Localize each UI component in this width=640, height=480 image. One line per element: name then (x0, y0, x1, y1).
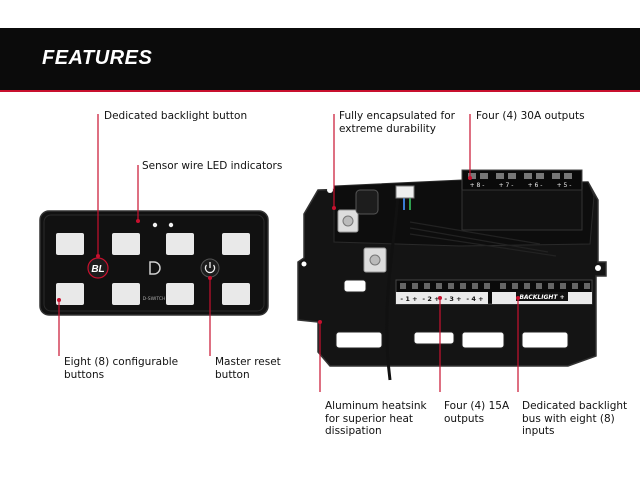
output-30a-label-3: + 6 - (528, 182, 543, 189)
callout-configurable-buttons-line2: buttons (64, 368, 105, 381)
power-module: + 8 - + 7 - + 6 - + 5 - - 1 + - 2 + - 3 … (297, 169, 607, 381)
callout-heatsink-line2: for superior heat (325, 412, 414, 425)
sensor-led-1 (152, 222, 158, 228)
brand-logo-icon (149, 261, 161, 275)
control-panel: BL D-SWITCH (39, 210, 269, 316)
panel-button-6 (112, 283, 140, 305)
callout-sensor-leds: Sensor wire LED indicators (142, 160, 283, 172)
callout-configurable-buttons: Eight (8) configurable buttons (64, 356, 178, 381)
callout-master-reset-line1: Master reset (215, 356, 281, 368)
features-banner: FEATURES (0, 28, 640, 92)
output-30a-label-4: + 5 - (557, 182, 572, 189)
callout-backlight-bus: Dedicated backlight bus with eight (8) i… (522, 400, 627, 438)
callout-outputs-15a-line2: outputs (444, 412, 485, 425)
panel-button-2 (112, 233, 140, 255)
right-callout-lines (319, 114, 519, 392)
callout-backlight-button: Dedicated backlight button (104, 110, 248, 122)
callout-heatsink-line3: dissipation (325, 425, 382, 437)
left-callout-lines (58, 114, 211, 356)
callout-master-reset-line2: button (215, 368, 250, 381)
callout-heatsink-line1: Aluminum heatsink (325, 400, 427, 412)
banner-title: FEATURES (42, 47, 153, 69)
output-15a-label-1: - 1 + (400, 295, 417, 303)
output-15a-label-2: - 2 + (422, 295, 439, 303)
backlight-bus-label: BACKLIGHT + (519, 294, 564, 301)
callout-backlight-bus-line2: bus with eight (8) (522, 412, 615, 425)
panel-button-5 (56, 283, 84, 305)
panel-button-7 (166, 283, 194, 305)
callout-outputs-15a: Four (4) 15A outputs (444, 400, 509, 425)
callout-encapsulated-line1: Fully encapsulated for (339, 110, 455, 122)
panel-button-1 (56, 233, 84, 255)
panel-brand-text: D-SWITCH (143, 296, 166, 302)
output-30a-label-2: + 7 - (499, 182, 514, 189)
output-30a-label-1: + 8 - (470, 182, 485, 189)
callout-encapsulated: Fully encapsulated for extreme durabilit… (339, 110, 455, 135)
sensor-led-2 (168, 222, 174, 228)
callout-outputs-15a-line1: Four (4) 15A (444, 400, 510, 412)
callout-encapsulated-line2: extreme durability (339, 122, 436, 135)
panel-button-8 (222, 283, 250, 305)
callout-master-reset: Master reset button (215, 356, 281, 381)
output-15a-label-3: - 3 + (444, 295, 461, 303)
callout-heatsink: Aluminum heatsink for superior heat diss… (325, 400, 427, 438)
output-15a-label-4: - 4 + (466, 295, 483, 303)
panel-button-4 (222, 233, 250, 255)
backlight-button-label: BL (91, 264, 104, 275)
panel-button-3 (166, 233, 194, 255)
power-icon (204, 264, 216, 274)
callout-dots (57, 176, 520, 324)
callout-backlight-bus-line3: inputs (522, 425, 555, 437)
callout-configurable-buttons-line1: Eight (8) configurable (64, 356, 179, 368)
callout-backlight-bus-line1: Dedicated backlight (522, 400, 628, 412)
callout-outputs-30a: Four (4) 30A outputs (476, 110, 585, 122)
